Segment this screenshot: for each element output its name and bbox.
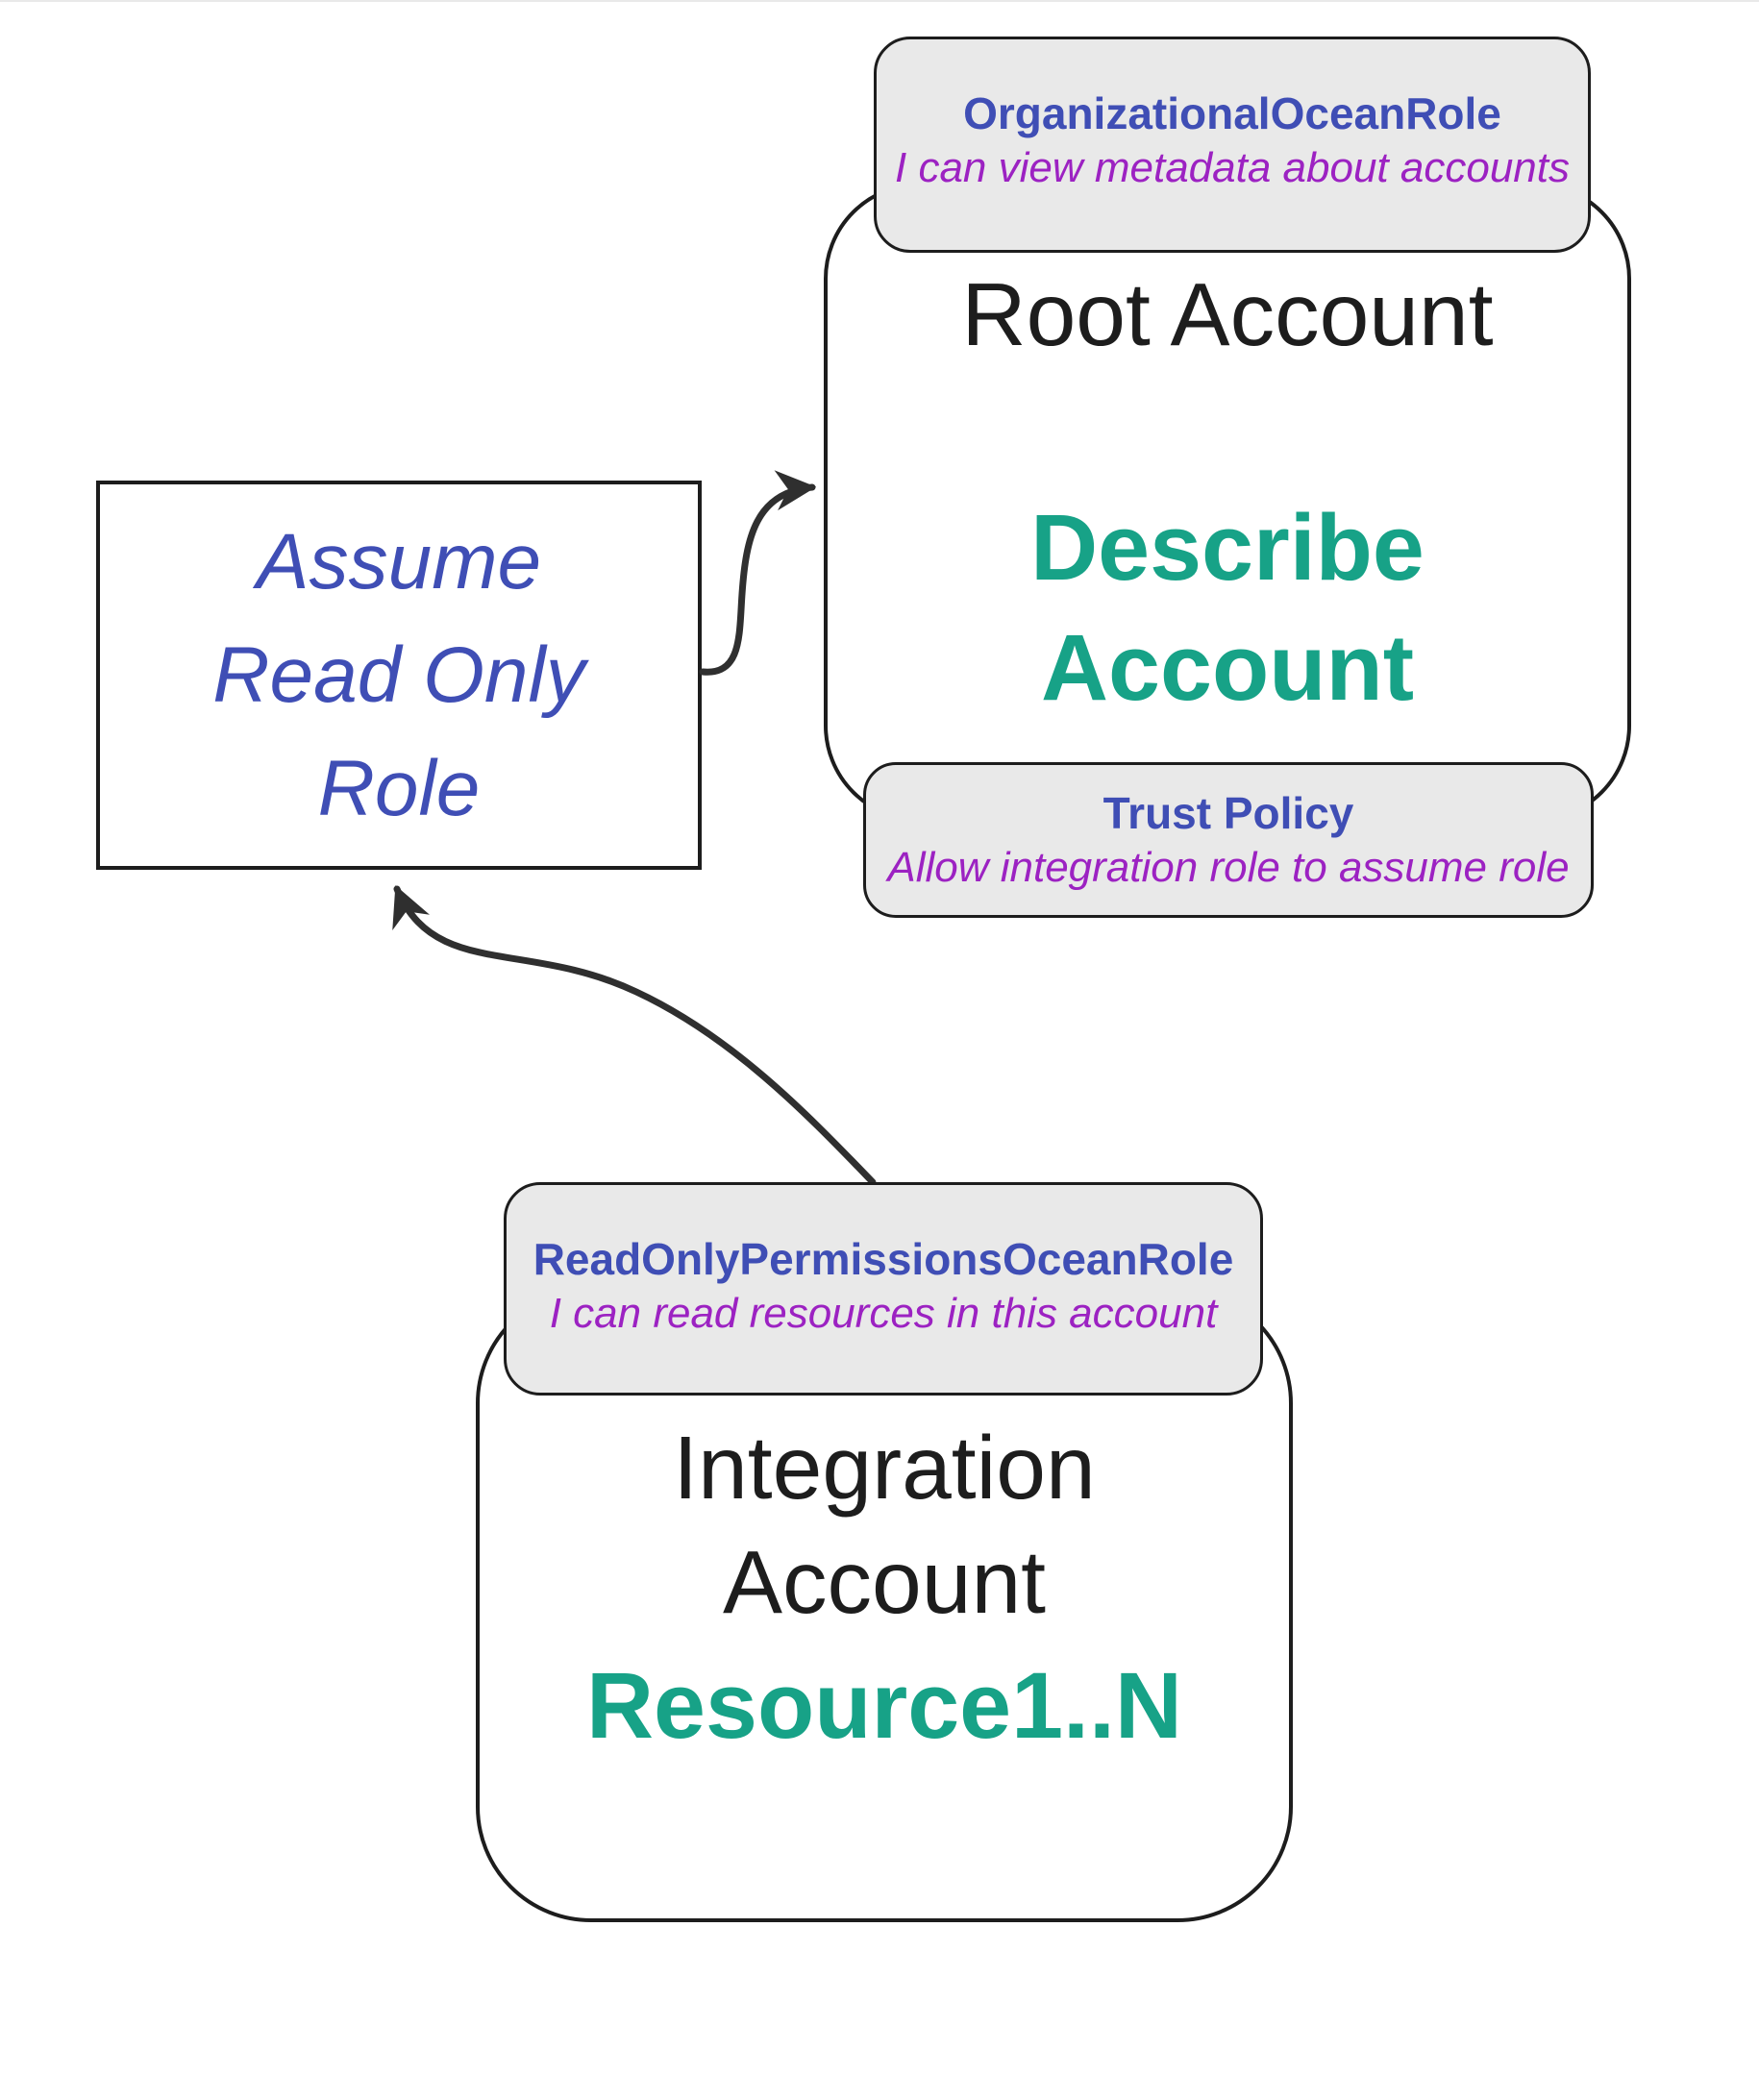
- organizational-role-badge-subtitle: I can view metadata about accounts: [895, 144, 1570, 191]
- page-top-edge: [0, 0, 1759, 2]
- action-line: Describe: [1030, 495, 1425, 600]
- trust-policy-badge-title: Trust Policy: [1102, 788, 1354, 838]
- describe-account-action: Describe Account: [828, 487, 1627, 728]
- organizational-role-badge: OrganizationalOceanRole I can view metad…: [874, 37, 1591, 253]
- assume-box-line: Role: [317, 744, 481, 832]
- organizational-role-badge-title: OrganizationalOceanRole: [963, 88, 1501, 138]
- integration-role-badge-title: ReadOnlyPermissionsOceanRole: [533, 1234, 1234, 1284]
- trust-policy-badge-subtitle: Allow integration role to assume role: [887, 844, 1570, 891]
- resource-label: Resource1..N: [586, 1653, 1182, 1758]
- integration-role-badge: ReadOnlyPermissionsOceanRole I can read …: [504, 1182, 1263, 1396]
- root-account-box: Root Account Describe Account: [824, 183, 1631, 822]
- integration-title-line: Integration: [673, 1418, 1096, 1518]
- arrow-assume-to-root: [699, 470, 817, 676]
- root-account-title: Root Account: [961, 264, 1494, 364]
- action-line: Account: [1041, 615, 1414, 720]
- assume-read-only-role-box: Assume Read Only Role: [96, 481, 702, 870]
- arrow-integration-to-assume: [392, 885, 877, 1186]
- assume-box-line: Read Only: [212, 630, 585, 719]
- assume-box-line: Assume: [256, 517, 542, 605]
- trust-policy-badge: Trust Policy Allow integration role to a…: [863, 762, 1594, 918]
- integration-title-line: Account: [722, 1532, 1047, 1632]
- integration-account-title: Integration Account: [480, 1411, 1289, 1640]
- integration-role-badge-subtitle: I can read resources in this account: [549, 1290, 1218, 1337]
